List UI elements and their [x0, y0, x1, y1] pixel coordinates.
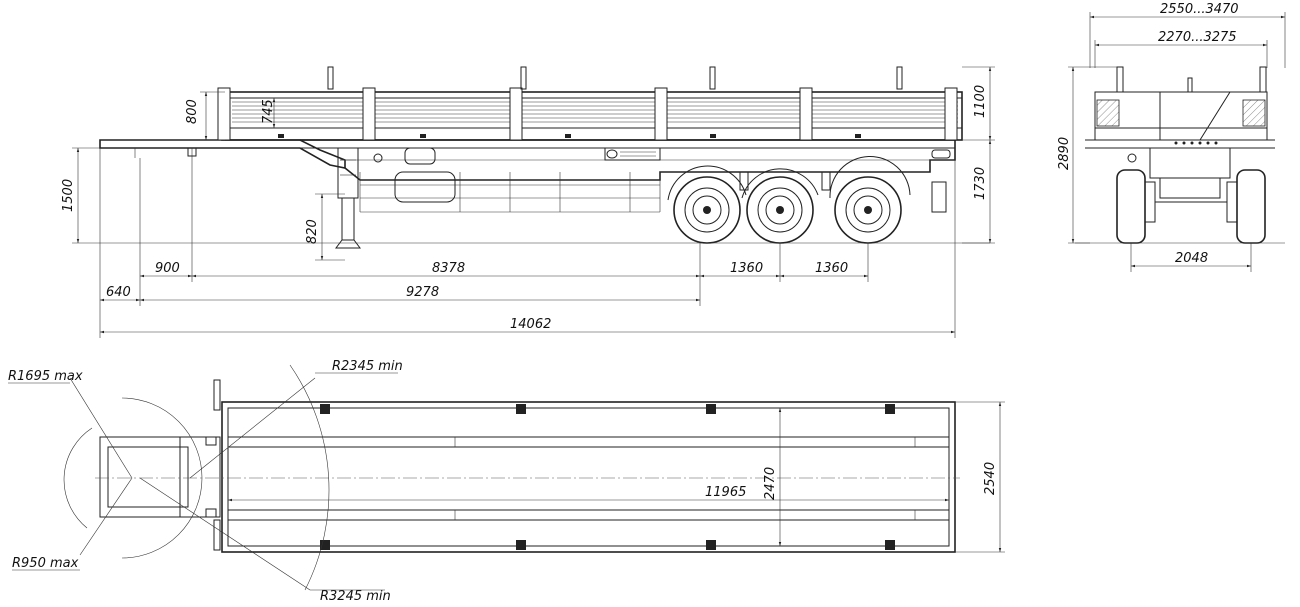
- dim-1360-b: 1360: [815, 261, 848, 276]
- dim-820: 820: [305, 219, 320, 244]
- radius-2345: R2345 min: [332, 359, 403, 374]
- radius-950: R950 max: [12, 556, 79, 571]
- radius-3245: R3245 min: [320, 589, 391, 604]
- dim-2048: 2048: [1175, 251, 1208, 266]
- dim-1100: 1100: [973, 85, 988, 118]
- dim-1730: 1730: [973, 167, 988, 200]
- side-view: 800 745 1100 1730 1500 820: [61, 66, 995, 338]
- rear-view: 2550...3470 2270...3275 2890 2048: [1057, 2, 1286, 272]
- dim-2470: 2470: [763, 467, 778, 500]
- dim-1360-a: 1360: [730, 261, 763, 276]
- dim-900: 900: [155, 261, 180, 276]
- dim-800: 800: [185, 99, 200, 124]
- dim-2270-3275: 2270...3275: [1158, 30, 1237, 45]
- dim-745: 745: [261, 99, 276, 124]
- top-view: R1695 max R2345 min R950 max R3245 min 1…: [8, 359, 1005, 604]
- dim-640: 640: [106, 285, 131, 300]
- dim-14062: 14062: [510, 317, 551, 332]
- gooseneck: [99, 139, 346, 169]
- dim-1500: 1500: [61, 179, 76, 212]
- dim-9278: 9278: [406, 285, 439, 300]
- dim-2890: 2890: [1057, 137, 1072, 170]
- side-dimensions: 800 745 1100 1730 1500 820: [61, 66, 995, 338]
- wheels: [667, 156, 911, 244]
- side-boards: [217, 66, 963, 141]
- dim-2540: 2540: [983, 462, 998, 495]
- dim-8378: 8378: [432, 261, 465, 276]
- landing-gear: [335, 147, 383, 249]
- dim-2550-3470: 2550...3470: [1160, 2, 1239, 17]
- radius-1695: R1695 max: [8, 369, 83, 384]
- dim-11965: 11965: [705, 485, 746, 500]
